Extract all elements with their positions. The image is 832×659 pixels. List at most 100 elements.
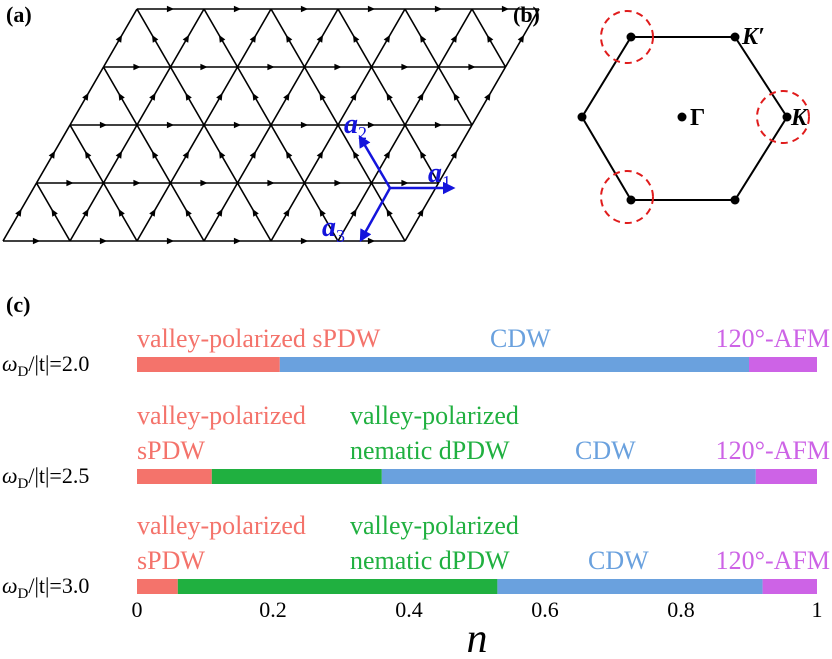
a1-label: a1 [428,158,451,192]
bond-arrow [300,5,309,13]
bond-arrow [386,208,393,217]
bond-arrow [51,208,58,217]
kprime-point-dot [730,32,740,42]
phase-label: nematic dPDW [350,546,510,575]
bond-arrow [151,150,159,159]
bond-arrow [249,150,257,159]
phase-label: sPDW [137,436,205,465]
bond-arrow [285,34,293,43]
bond-arrow [252,92,259,101]
k-point-dot [626,195,636,205]
bond-arrow [267,179,275,187]
x-axis-label: n [467,616,488,659]
k-label: K [790,105,809,131]
bond-arrow [316,34,324,43]
row-label: ωD/|t|=2.5 [2,463,89,492]
bond-arrow [434,121,443,129]
bond-arrow [233,121,242,129]
phase-label: valley-polarized [350,511,519,540]
bond-arrow [486,34,494,43]
bond-arrow [118,92,125,101]
bond-arrow [383,150,391,159]
bond-arrow [383,34,391,43]
k-point-dot [626,32,636,42]
bond-arrow [316,150,324,159]
phase-label: nematic dPDW [350,436,510,465]
bond-arrow [352,150,360,159]
phase-bar-segment [177,579,498,594]
bond-arrow [200,179,208,187]
phase-label: valley-polarized [350,401,519,430]
bond-arrow [367,237,376,245]
bond-arrow [319,92,326,101]
phase-label: CDW [575,436,636,465]
phase-bar-segment [137,579,178,594]
bond-arrow [252,208,259,217]
bond-arrow [166,237,175,245]
phase-label: CDW [490,324,551,353]
bond-arrow [352,34,360,43]
bond-arrow [453,92,460,101]
bond-arrow [233,237,242,245]
phase-label: 120°-AFM [716,324,830,353]
bond-arrow [185,92,192,101]
bond-arrow [182,34,190,43]
bond-arrow [401,179,409,187]
bond-arrow [82,208,89,217]
triangular-lattice [2,5,540,245]
bond-arrow [166,5,175,13]
valley-circle [600,10,654,64]
bond-arrow [216,208,223,217]
bond-arrow [15,208,22,217]
bond-arrow [283,92,290,101]
panel-c-label: (c) [6,292,30,317]
x-tick-label: 0.2 [259,597,287,622]
x-tick-label: 0 [132,597,143,622]
phase-label: 120°-AFM [716,436,830,465]
phase-bar-segment [762,579,817,594]
bond-arrow [185,208,192,217]
bond-arrow [133,63,141,71]
bond-arrow [66,179,74,187]
bond-arrow [133,179,141,187]
brillouin-zone: Γ K K′ [577,10,810,224]
bond-arrow [118,208,125,217]
phase-bar-segment [749,357,817,372]
a3-label: a3 [322,212,345,246]
row-label: ωD/|t|=2.0 [2,351,89,380]
bond-arrow [82,92,89,101]
phase-bar-segment [211,469,382,484]
phase-bar-segment [497,579,763,594]
bond-arrow [350,92,357,101]
phase-label: valley-polarized sPDW [137,324,381,353]
phase-bar-segment [279,357,749,372]
phase-label: CDW [588,546,649,575]
bond-arrow [48,150,56,159]
panel-a-label: (a) [6,2,32,27]
k-point-dot [782,112,792,122]
bond-arrow [149,208,156,217]
bond-arrow [450,150,458,159]
kprime-point-dot [577,112,587,122]
bond-arrow [300,237,309,245]
bond-arrow [218,34,226,43]
phase-label: 120°-AFM [716,546,830,575]
bond-arrow [319,208,326,217]
bond-arrow [417,92,424,101]
phase-diagram: ωD/|t|=2.0 valley-polarized sPDW CDW 120°-A… [2,324,830,659]
bond-arrow [84,150,92,159]
bond-arrow [99,121,108,129]
phase-bar-segment [755,469,817,484]
bond-arrow [249,34,257,43]
bond-arrow [334,179,342,187]
bond-arrow [99,237,108,245]
x-tick-label: 0.8 [667,597,695,622]
phase-label: valley-polarized [137,511,306,540]
x-tick-label: 0.4 [395,597,423,622]
bond-arrow [417,208,424,217]
a2-label: a2 [344,109,367,143]
gamma-label: Γ [690,105,705,131]
bond-arrow [367,121,376,129]
bond-arrow [218,150,226,159]
bond-arrow [283,208,290,217]
